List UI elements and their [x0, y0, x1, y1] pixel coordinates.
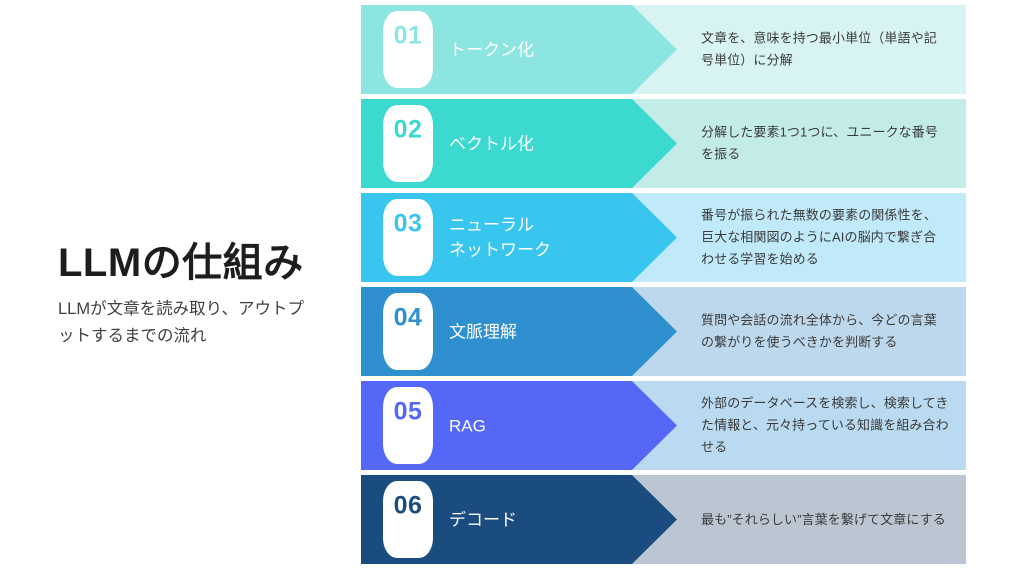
step-number-badge: 02	[383, 105, 433, 182]
step-number-text: 03	[393, 209, 423, 237]
step-number-badge: 01	[383, 11, 433, 88]
step-number-badge: 05	[383, 387, 433, 464]
step-number-text: 02	[393, 115, 423, 143]
step-description-text: 最も”それらしい”言葉を繋げて文章にする	[701, 511, 946, 527]
step-label: ベクトル化	[449, 133, 534, 153]
flow-step-03: 番号が振られた無数の要素の関係性を、巨大な相関図のようにAIの脳内で繋ぎ合わせる…	[361, 193, 966, 282]
step-label: 文脈理解	[449, 321, 517, 341]
step-number-text: 01	[393, 21, 423, 49]
step-number-text: 04	[393, 303, 423, 331]
step-label: トークン化	[449, 39, 534, 59]
step-description-text: 文章を、意味を持つ最小単位（単語や記号単位）に分解	[701, 30, 937, 68]
step-label: ニューラル ネットワーク	[449, 215, 551, 260]
step-arrow-shape: 04 文脈理解	[361, 287, 677, 376]
page-subtitle: LLMが文章を読み取り、アウトプットするまでの流れ	[58, 300, 304, 345]
step-number-badge: 06	[383, 481, 433, 558]
step-arrow-shape: 01 トークン化	[361, 5, 677, 94]
step-number-text: 05	[393, 397, 423, 425]
title-block: LLMの仕組み LLMが文章を読み取り、アウトプットするまでの流れ	[0, 0, 360, 576]
step-description-text: 外部のデータベースを検索し、検索してきた情報と、元々持っている知識を組み合わせる	[701, 394, 949, 455]
step-arrow-shape: 02 ベクトル化	[361, 99, 677, 188]
flow-step-04: 質問や会話の流れ全体から、今どの言葉の繋がりを使うべきかを判断する 04 文脈理解	[361, 287, 966, 376]
step-number-badge: 03	[383, 199, 433, 276]
page-title: LLMの仕組み	[58, 241, 304, 285]
step-description-text: 質問や会話の流れ全体から、今どの言葉の繋がりを使うべきかを判断する	[701, 312, 937, 350]
step-arrow-shape: 03 ニューラル ネットワーク	[361, 193, 677, 282]
step-description-text: 分解した要素1つ1つに、ユニークな番号を振る	[701, 124, 938, 162]
step-label: RAG	[449, 415, 486, 435]
flow-step-01: 文章を、意味を持つ最小単位（単語や記号単位）に分解 01 トークン化	[361, 5, 966, 94]
step-number-badge: 04	[383, 293, 433, 370]
step-arrow-shape: 06 デコード	[361, 475, 677, 564]
step-description-text: 番号が振られた無数の要素の関係性を、巨大な相関図のようにAIの脳内で繋ぎ合わせる…	[701, 206, 937, 267]
flow-step-05: 外部のデータベースを検索し、検索してきた情報と、元々持っている知識を組み合わせる…	[361, 381, 966, 470]
step-label: デコード	[449, 509, 517, 529]
flow-step-02: 分解した要素1つ1つに、ユニークな番号を振る 02 ベクトル化	[361, 99, 966, 188]
step-number-text: 06	[393, 491, 423, 519]
flow-step-06: 最も”それらしい”言葉を繋げて文章にする 06 デコード	[361, 475, 966, 564]
